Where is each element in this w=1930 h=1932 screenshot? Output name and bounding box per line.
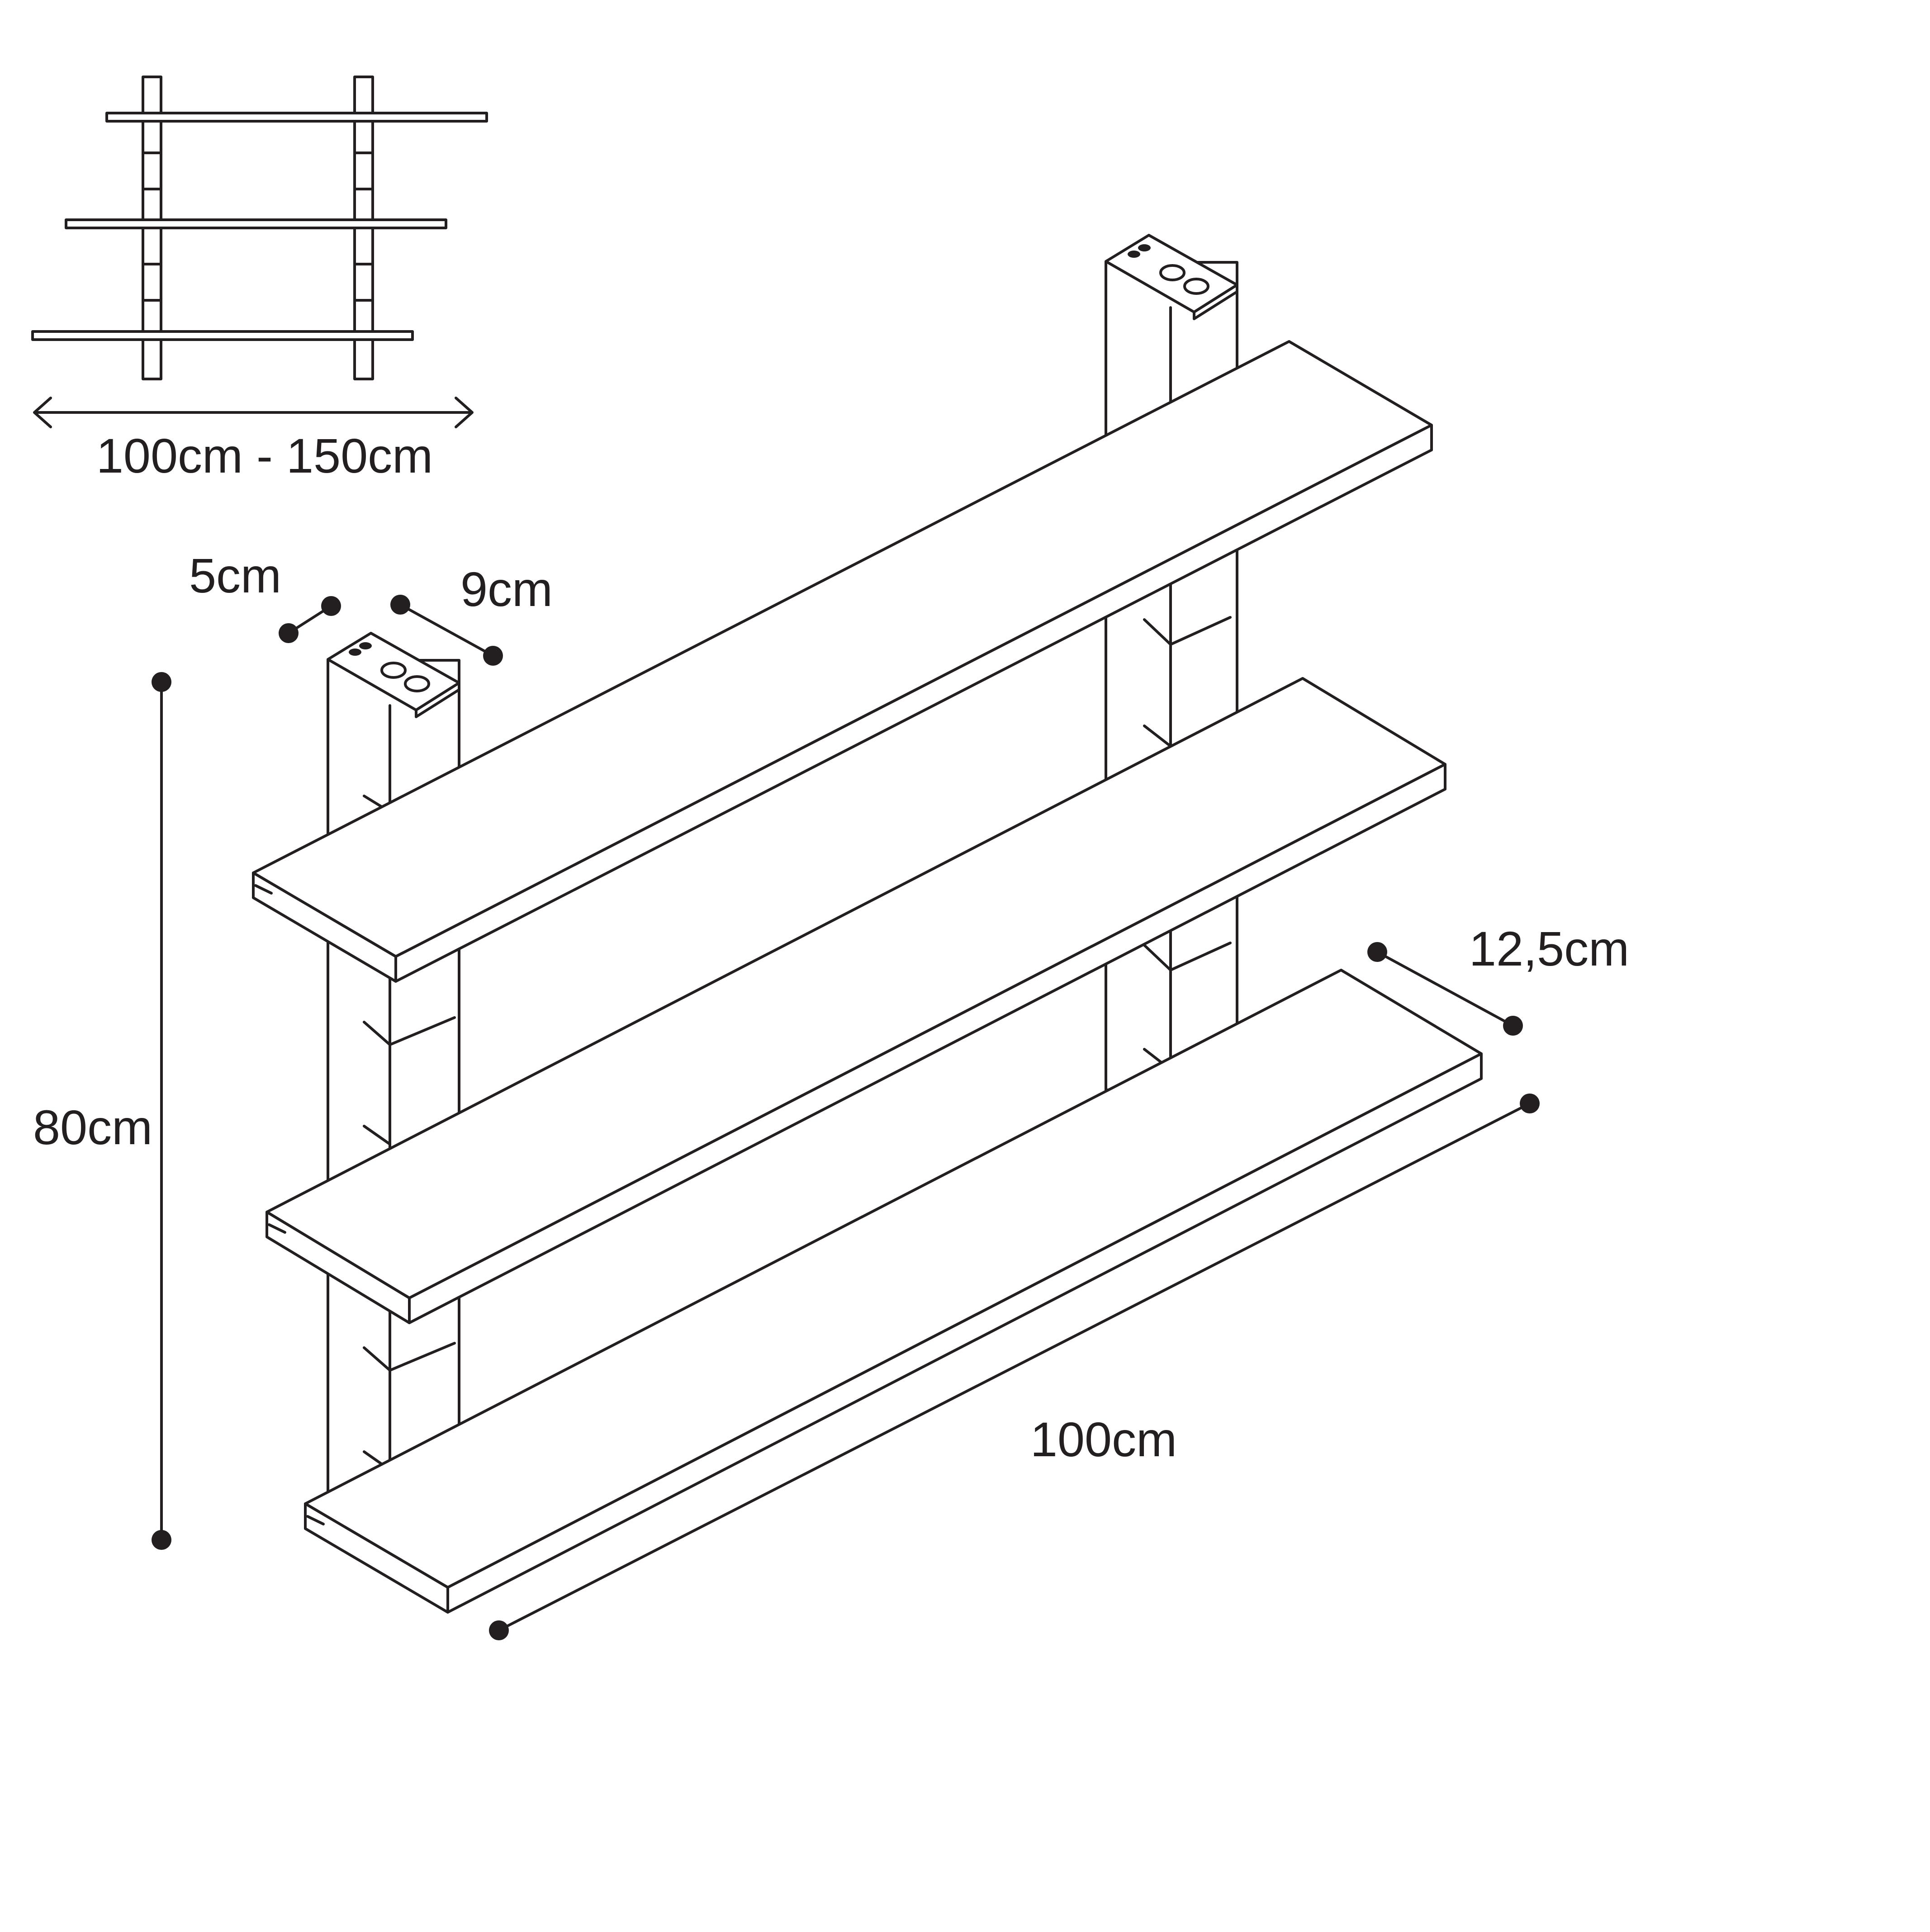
thumb-shelf-bottom (31, 330, 414, 341)
thumb-post-right (353, 76, 374, 380)
width-range-arrow (33, 397, 474, 428)
post-depth-label: 9cm (460, 562, 553, 616)
height-label: 80cm (33, 1100, 152, 1155)
width-range-label: 100cm - 150cm (96, 428, 433, 483)
thumb-shelf-top (105, 112, 488, 123)
shelf-middle (266, 677, 1446, 1324)
thumb-shelf-middle (65, 218, 447, 229)
shelf-length-label: 100cm (1030, 1412, 1177, 1467)
post-width-label: 5cm (189, 548, 281, 603)
bolt-icon (1128, 244, 1209, 295)
post-left (327, 632, 460, 1512)
thumb-post-left (142, 76, 162, 380)
dimension-shelf-depth (1367, 942, 1523, 1036)
dimension-height (152, 672, 171, 1550)
post-right (1105, 234, 1238, 1091)
shelf-depth-label: 12,5cm (1469, 921, 1629, 976)
dimension-post-width (279, 596, 341, 643)
bolt-icon (349, 642, 430, 692)
shelf-bottom (304, 969, 1483, 1614)
dimension-shelf-length (489, 1094, 1540, 1640)
front-view-thumbnail (31, 76, 488, 428)
dimension-post-depth (390, 595, 503, 666)
shelf-top (252, 340, 1433, 983)
